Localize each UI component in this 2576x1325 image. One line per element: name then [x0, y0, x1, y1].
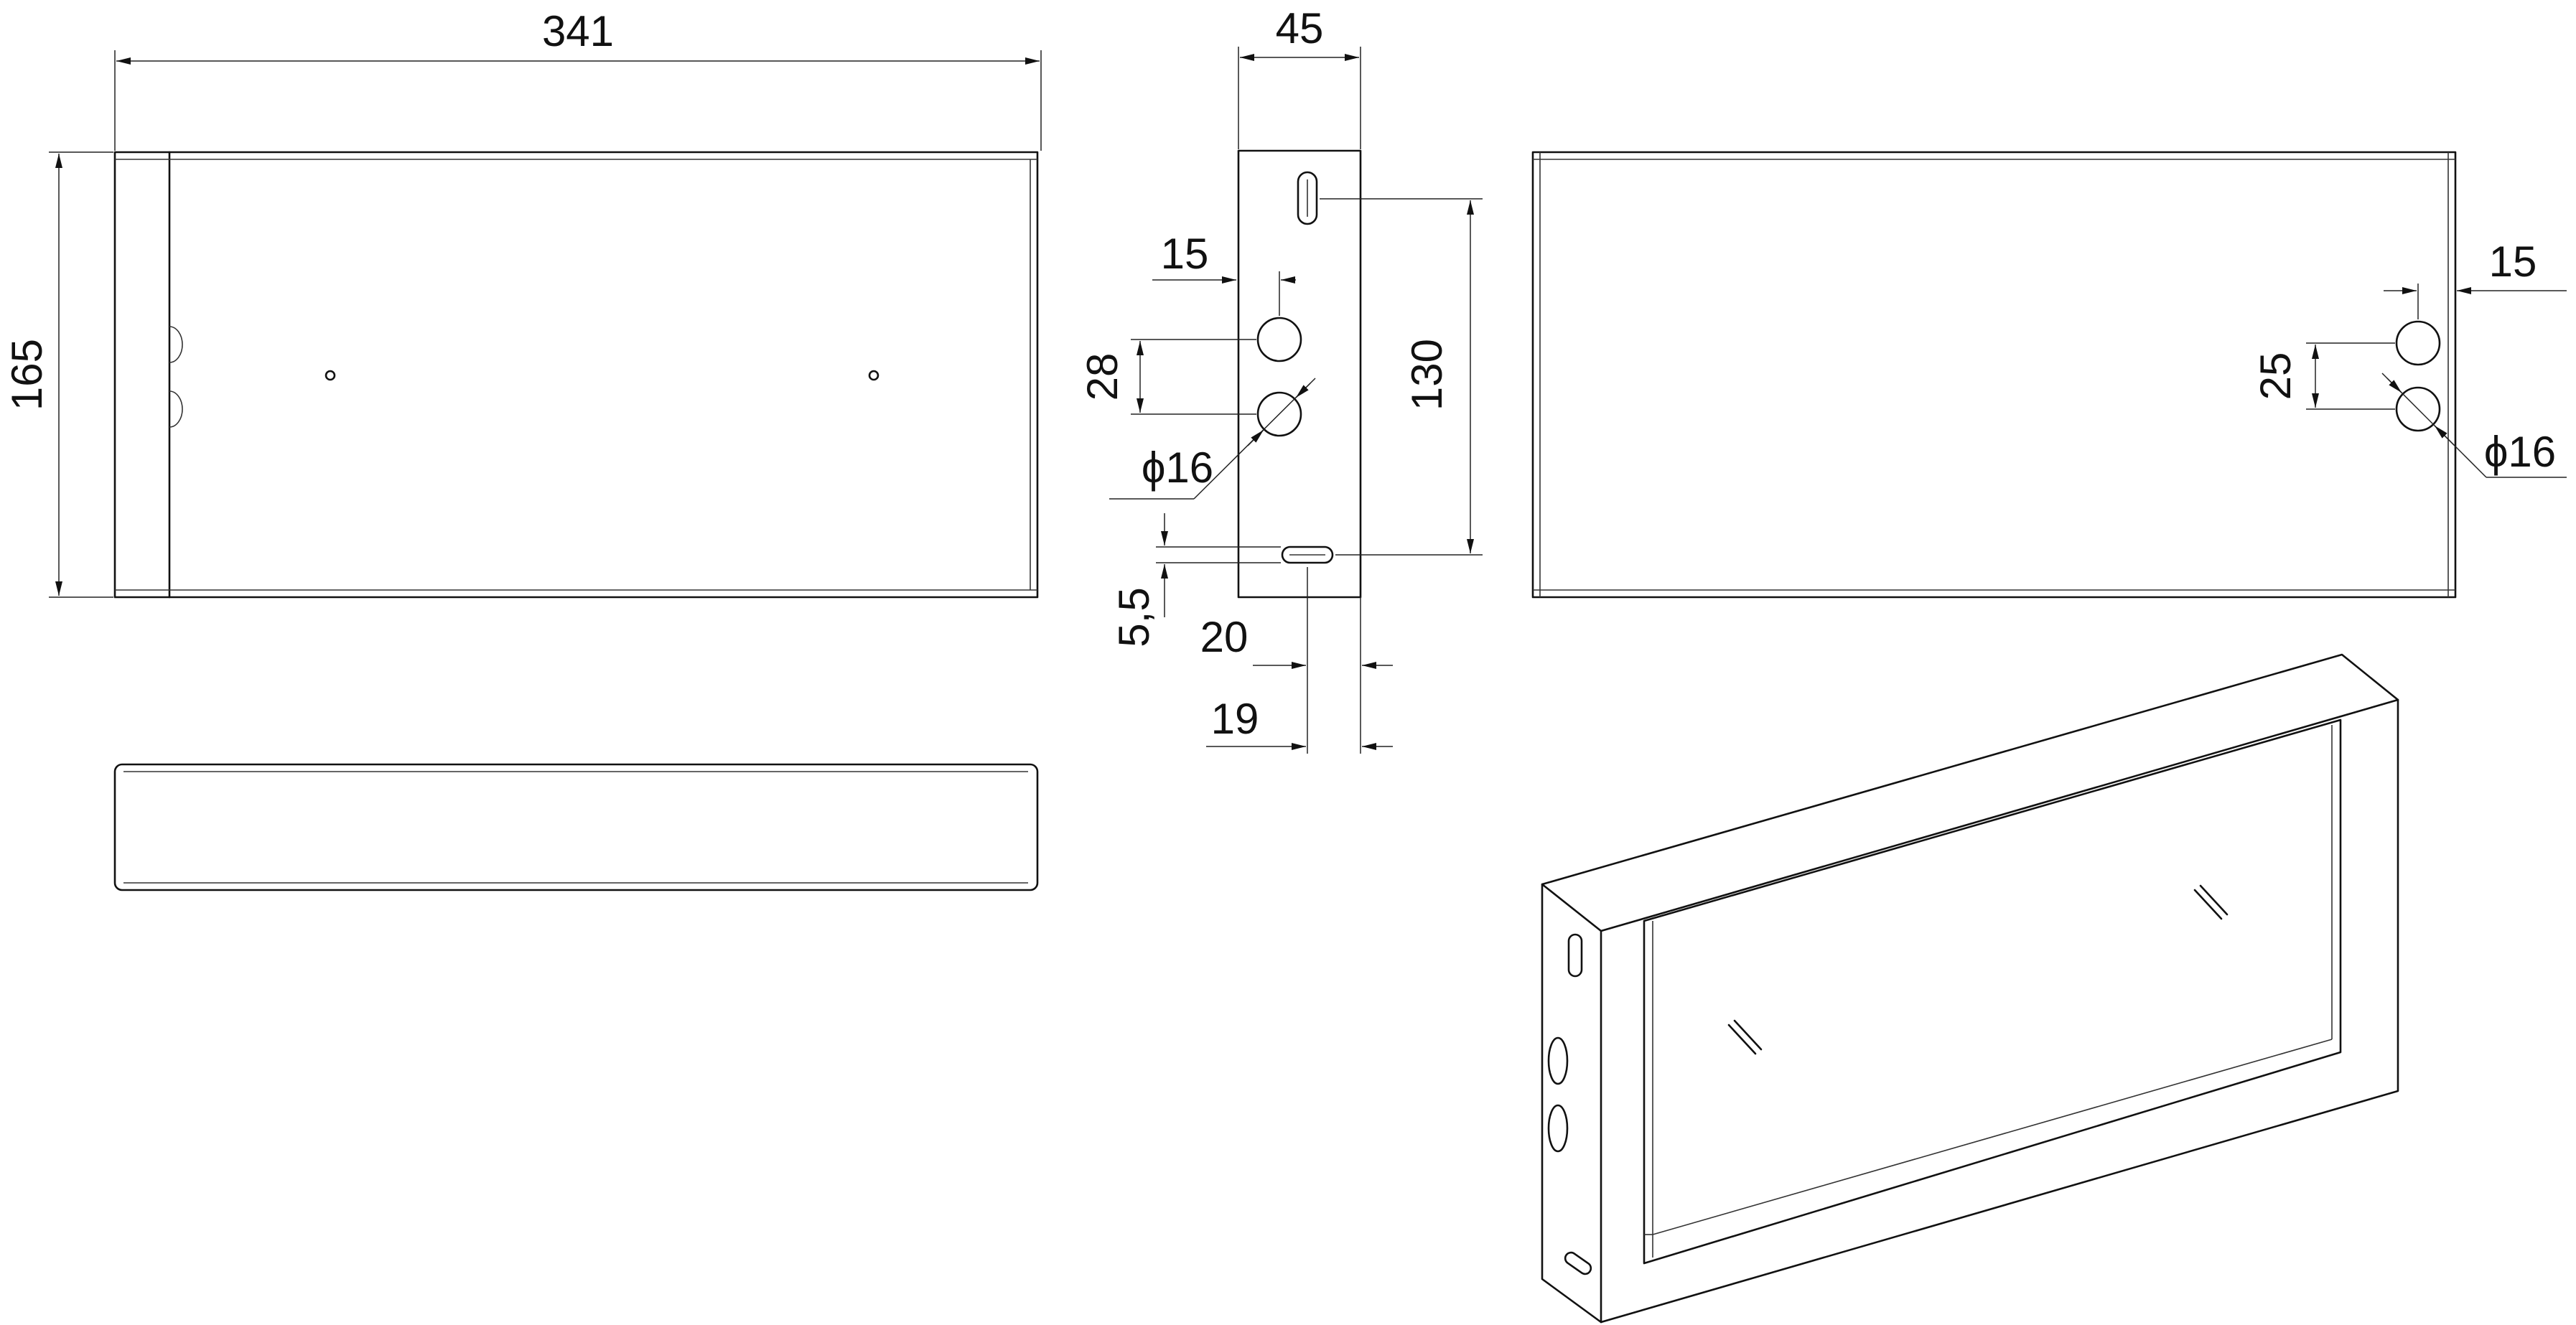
side-hole-spacing-label: 28: [1078, 353, 1126, 401]
iso-pin-left-icon: [1727, 1024, 1757, 1055]
side-hole-spacing-dimension: 28: [1078, 339, 1256, 415]
top-slot-icon: [1297, 171, 1318, 225]
iso-top-slot-icon: [1567, 933, 1583, 978]
slot-spacing-label: 130: [1403, 339, 1451, 411]
slot-center-label: 19: [1211, 695, 1259, 743]
side-hole-diameter-label: ϕ16: [1142, 444, 1213, 492]
bottom-view: [113, 763, 1039, 891]
pin-hole-left-icon: [325, 370, 336, 381]
front-height-label: 165: [3, 339, 51, 411]
front-width-dimension: 341: [114, 7, 1042, 151]
lower-hole-icon: [1256, 391, 1302, 437]
front-height-dimension: 165: [3, 151, 113, 598]
back-lower-hole-icon: [2395, 386, 2441, 432]
side-hole-diameter-dimension: ϕ16: [1109, 378, 1316, 500]
back-upper-hole-icon: [2395, 320, 2441, 366]
side-depth-label: 45: [1276, 4, 1324, 52]
slot-spacing-dimension: 130: [1320, 198, 1483, 556]
side-hole-offset-dimension: 15: [1152, 230, 1296, 316]
iso-bottom-slot-icon: [1564, 1251, 1592, 1275]
side-view: [1237, 149, 1362, 599]
side-hole-offset-label: 15: [1161, 230, 1209, 278]
slot-offset-dimension: 20: [1200, 567, 1393, 675]
slot-edge-offset-label: 5,5: [1110, 587, 1158, 647]
back-hole-diameter-dimension: ϕ16: [2381, 373, 2567, 478]
back-hole-diameter-label: ϕ16: [2484, 428, 2556, 476]
slot-center-dimension: 19: [1206, 675, 1393, 754]
front-view: [113, 151, 1039, 599]
bottom-slot-icon: [1281, 546, 1334, 564]
isometric-view: [1541, 653, 2399, 1324]
back-hole-offset-dimension: 15: [2384, 238, 2567, 319]
back-view: [1531, 151, 2457, 599]
side-depth-dimension: 45: [1238, 4, 1361, 149]
iso-lower-hole-icon: [1547, 1104, 1569, 1153]
back-hole-offset-label: 15: [2489, 238, 2537, 286]
front-width-label: 341: [542, 7, 614, 55]
pin-hole-right-icon: [868, 370, 879, 381]
upper-hole-icon: [1256, 317, 1302, 362]
iso-upper-hole-icon: [1547, 1036, 1569, 1085]
slot-offset-label: 20: [1200, 613, 1249, 661]
iso-pin-right-icon: [2193, 889, 2223, 920]
slot-edge-offset-dimension: 5,5: [1110, 513, 1281, 647]
back-hole-spacing-dimension: 25: [2251, 342, 2395, 410]
back-hole-spacing-label: 25: [2251, 352, 2300, 401]
